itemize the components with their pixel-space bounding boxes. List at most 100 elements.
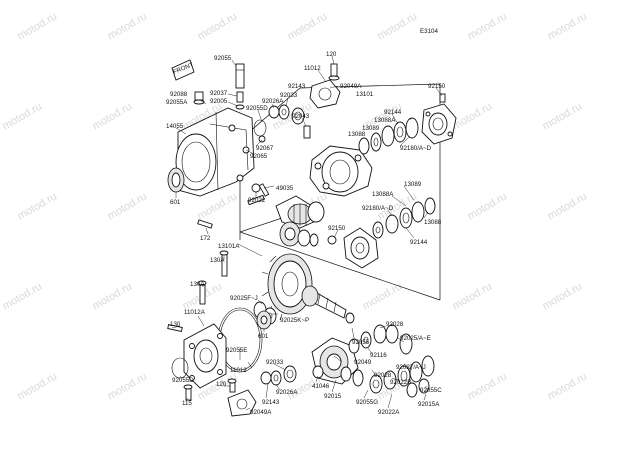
- watermark-text: motod.ru: [541, 100, 585, 132]
- part-label: 92055C: [420, 387, 442, 394]
- bevel-gear-small-part: [279, 221, 319, 247]
- part-label: 92025/A~E: [400, 335, 431, 342]
- gear-case-cover-part: [183, 323, 227, 389]
- part-label: 92022: [248, 197, 266, 204]
- watermark-text: motod.ru: [91, 100, 135, 132]
- part-label: 92025F~J: [230, 295, 258, 302]
- watermark-text: motod.ru: [546, 190, 590, 222]
- part-label: 92028: [386, 321, 404, 328]
- part-label: 130A: [190, 281, 205, 288]
- part-label: 92055: [352, 339, 370, 346]
- diff-carrier-part: [309, 145, 373, 197]
- watermark-text: motod.ru: [106, 10, 150, 42]
- part-label: 92027/A~J: [396, 364, 426, 371]
- oil-seal-right-part: [256, 310, 272, 330]
- part-label: 92033: [266, 359, 284, 366]
- bolt-130-part: [167, 324, 193, 401]
- watermark-text: motod.ru: [546, 10, 590, 42]
- part-label: 92028: [374, 372, 392, 379]
- part-label: 92055D: [172, 377, 194, 384]
- watermark-text: motod.ru: [106, 190, 150, 222]
- watermark-text: motod.ru: [451, 280, 495, 312]
- part-label: 120: [216, 381, 227, 388]
- part-label: 92055A: [166, 99, 188, 106]
- watermark-text: motod.ru: [16, 190, 60, 222]
- part-label: 92067: [256, 145, 274, 152]
- part-label: 92025K~P: [280, 317, 309, 324]
- watermark-text: motod.ru: [451, 100, 495, 132]
- part-label: 92150: [328, 225, 346, 232]
- part-label: 11012: [230, 367, 247, 374]
- watermark-text: motod.ru: [466, 10, 510, 42]
- part-label: 11012A: [184, 309, 206, 316]
- front-direction-tag: FRONT: [171, 59, 195, 81]
- part-label: 115: [182, 400, 192, 407]
- watermark-text: motod.ru: [376, 10, 420, 42]
- pinion-gear-part: [247, 183, 325, 229]
- watermark-text: motod.ru: [466, 190, 510, 222]
- part-label: 92180/A~D: [362, 205, 394, 212]
- part-label: 92055D: [246, 105, 268, 112]
- watermark-text: motod.ru: [546, 370, 590, 402]
- shim-stack-middle: [372, 197, 436, 239]
- gear-case-housing-part: [175, 107, 255, 197]
- part-label: 130A: [210, 257, 225, 264]
- part-label: 92037: [210, 90, 228, 97]
- part-label: 13101A: [218, 243, 240, 250]
- part-label: 130: [170, 321, 181, 328]
- part-label: 13089: [404, 181, 422, 188]
- part-label: 13088: [424, 219, 442, 226]
- watermark-text: motod.ru: [466, 370, 510, 402]
- part-label: 92144: [384, 109, 402, 116]
- dowel-pin-part: [303, 125, 311, 139]
- watermark-text: motod.ru: [286, 10, 330, 42]
- part-label: 120: [326, 51, 337, 58]
- o-ring-part: [253, 119, 267, 143]
- part-label: 92116: [370, 352, 387, 359]
- part-label: 92088: [170, 91, 188, 98]
- part-label: 92065: [250, 153, 268, 160]
- part-label: 92055: [214, 55, 232, 62]
- bolt-130a-part: [197, 250, 229, 305]
- part-labels: 120 11012 92049A 13101 92150 92143 92055…: [166, 51, 446, 416]
- part-label: 92022A: [378, 409, 400, 416]
- part-label: 601: [170, 199, 181, 206]
- watermark-text: motod.ru: [106, 370, 150, 402]
- flange-cover-top: [309, 63, 341, 109]
- part-label: 13089: [362, 125, 380, 132]
- part-label: 92143: [262, 399, 280, 406]
- leader-lines: [171, 55, 443, 411]
- part-label: 92143: [288, 83, 306, 90]
- part-label: 13101: [356, 91, 374, 98]
- part-label: 92049A: [250, 409, 272, 416]
- watermark-text: motod.ru: [16, 10, 60, 42]
- part-label: 172: [200, 235, 211, 242]
- part-label: 92150: [428, 83, 446, 90]
- part-label: 92015: [324, 393, 342, 400]
- part-label: 92033: [280, 92, 298, 99]
- part-label: 92043: [292, 113, 310, 120]
- watermark-text: motod.ru: [1, 280, 45, 312]
- drive-pinion-shaft-part: [301, 285, 355, 324]
- stud-172-part: [197, 219, 213, 229]
- watermark-text: motod.ru: [541, 280, 585, 312]
- part-label: 92055G: [356, 399, 378, 406]
- part-label: 92180/A~D: [400, 145, 432, 152]
- watermark-text: motod.ru: [1, 100, 45, 132]
- part-label: 92144: [410, 239, 428, 246]
- watermark-text: motod.ru: [91, 280, 135, 312]
- part-label: 92026A: [276, 389, 298, 396]
- part-label: 41046: [312, 383, 330, 390]
- part-label: 92015A: [418, 401, 440, 408]
- part-label: 11012: [304, 65, 321, 72]
- part-label: 49035: [276, 185, 294, 192]
- stud-bolt-part: [235, 63, 245, 110]
- part-label: 92005: [210, 98, 228, 105]
- part-label: 13088A: [372, 191, 394, 198]
- ring-gear-part: [261, 253, 313, 321]
- part-label: 92055E: [226, 347, 247, 354]
- flange-cover-bottom: [227, 378, 257, 417]
- watermark-text: motod.ru: [16, 370, 60, 402]
